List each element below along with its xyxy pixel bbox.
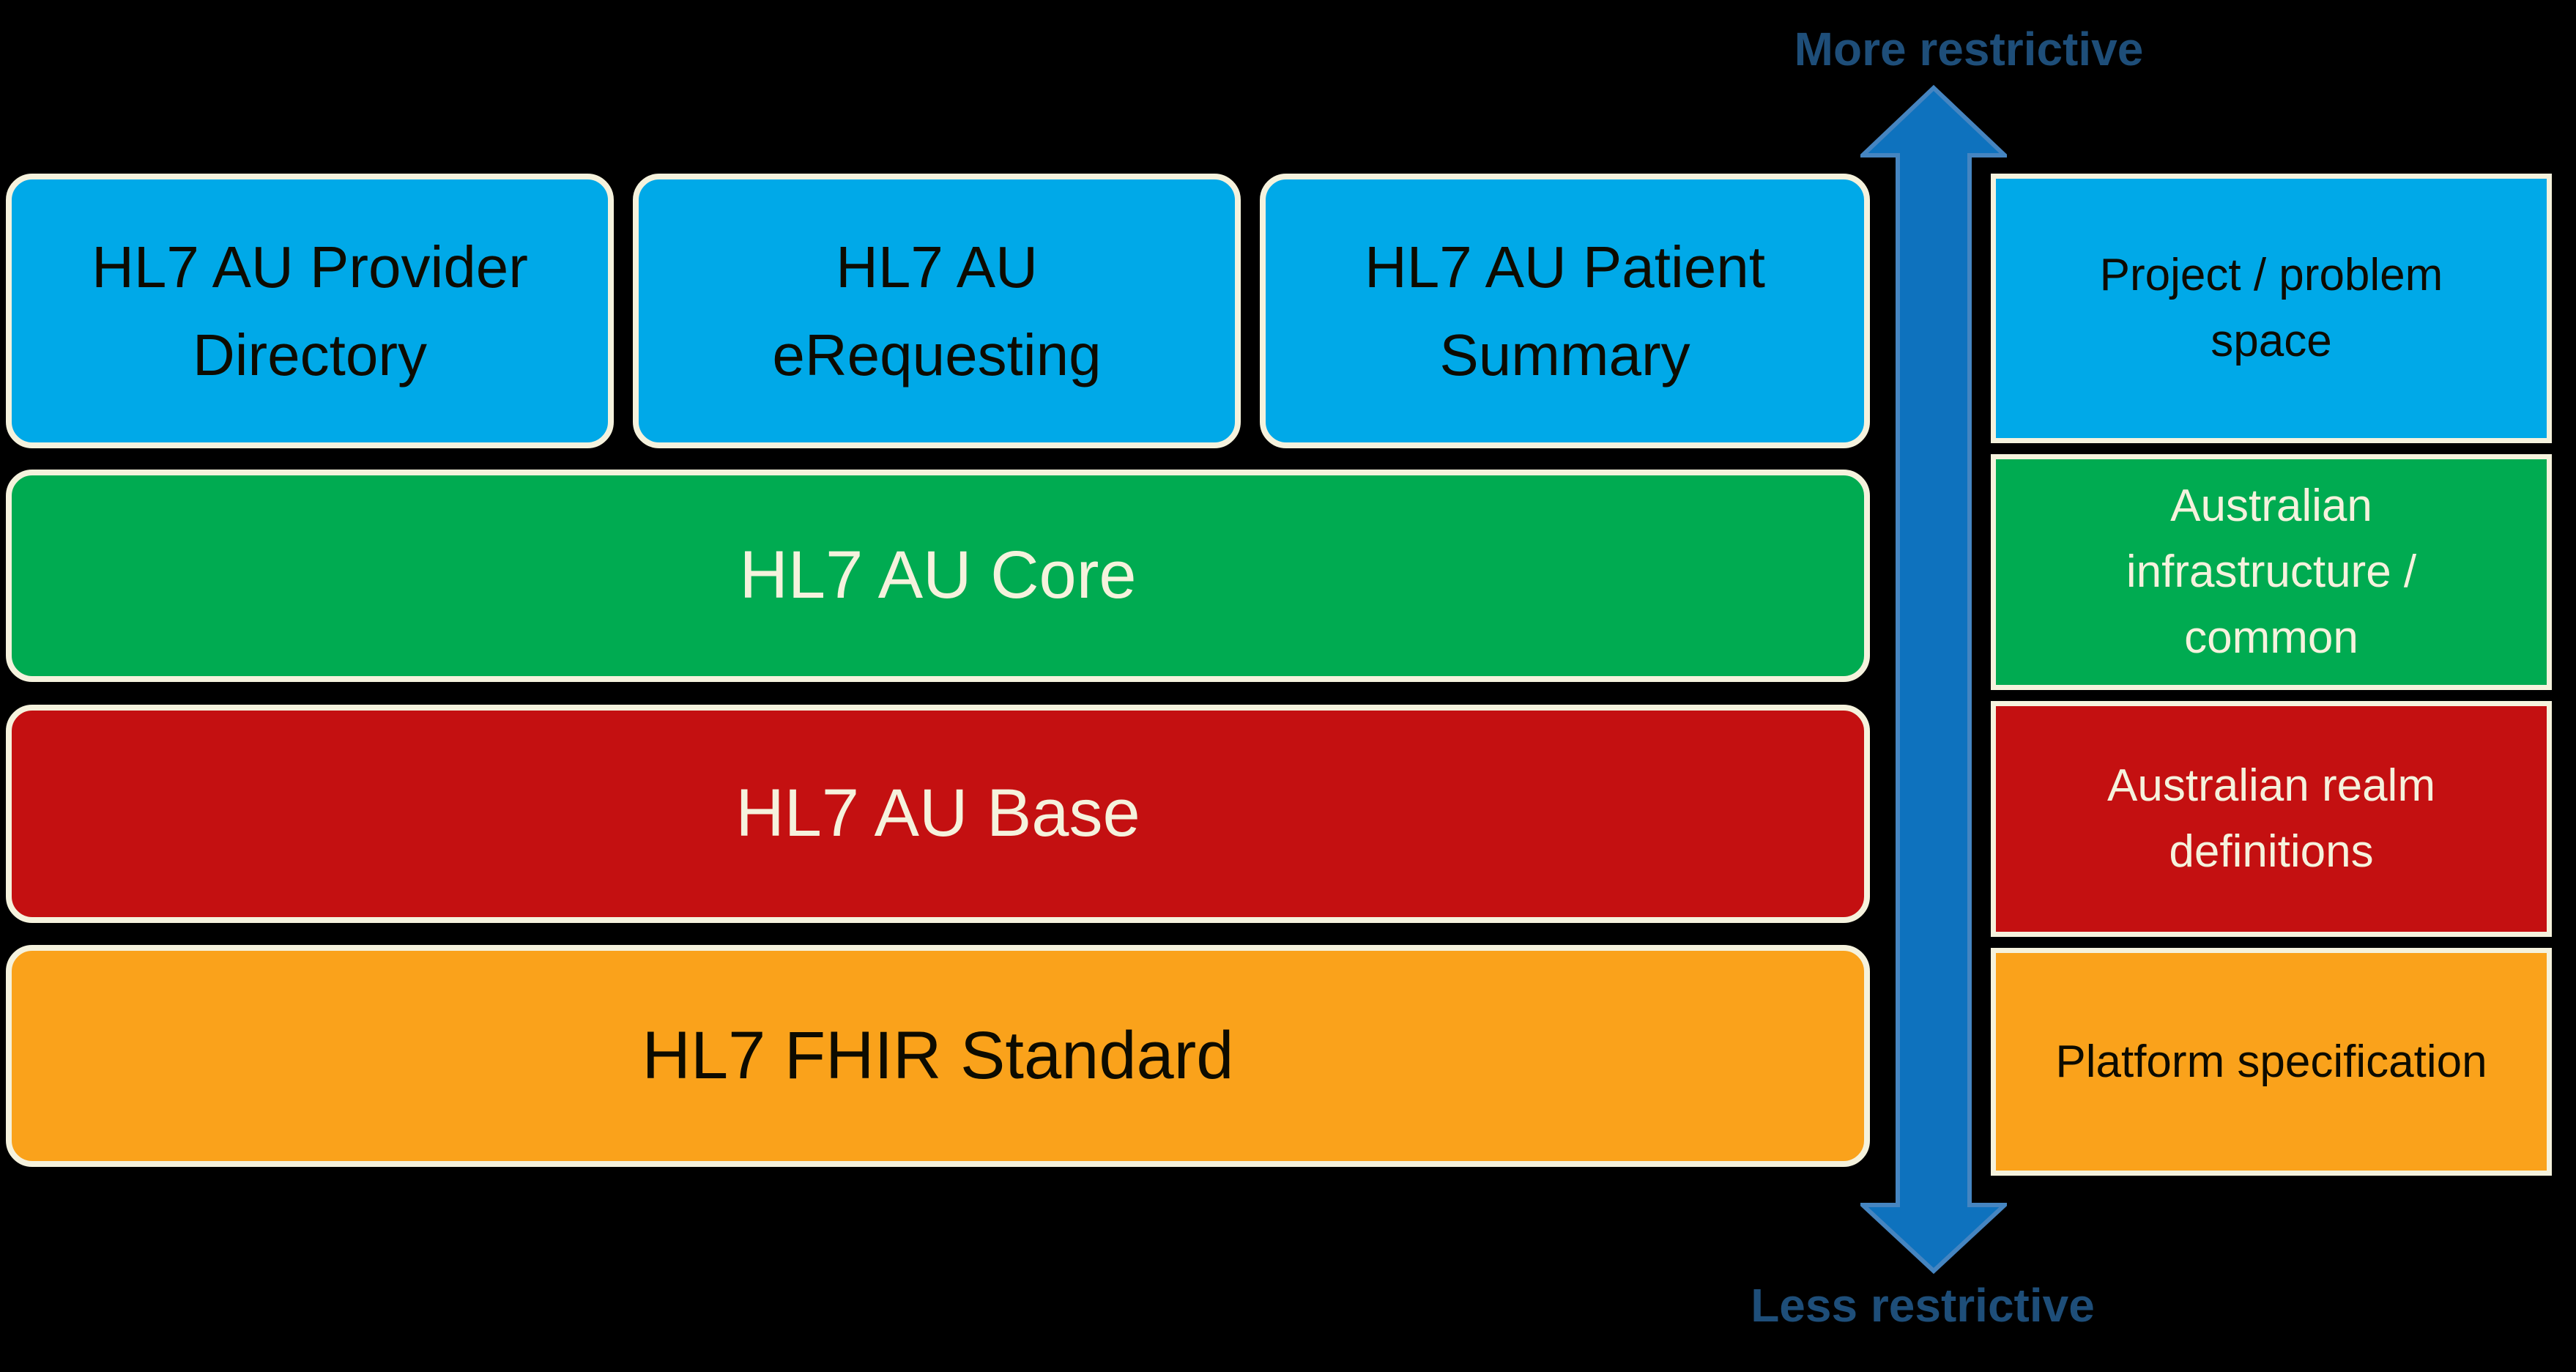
legend-platform-specification: Platform specification xyxy=(1991,948,2552,1176)
box-hl7-au-patient-summary: HL7 AU Patient Summary xyxy=(1260,174,1870,448)
box-label: HL7 FHIR Standard xyxy=(642,1017,1234,1093)
box-label: HL7 AU Patient Summary xyxy=(1365,234,1765,388)
legend-label: Australian infrastructure / common xyxy=(2126,481,2417,663)
box-hl7-au-base: HL7 AU Base xyxy=(6,705,1870,923)
box-label: HL7 AU Base xyxy=(735,776,1140,851)
legend-australian-realm-definitions: Australian realm definitions xyxy=(1991,701,2552,937)
box-hl7-au-erequesting: HL7 AU eRequesting xyxy=(633,174,1241,448)
legend-label: Platform specification xyxy=(2055,1036,2487,1087)
legend-label: Project / problem space xyxy=(2099,250,2443,366)
less-restrictive-label: Less restrictive xyxy=(1751,1279,2095,1332)
restrictiveness-arrow-icon xyxy=(1857,82,2011,1276)
legend-label: Australian realm definitions xyxy=(2107,760,2435,877)
more-restrictive-label: More restrictive xyxy=(1794,23,2144,75)
legend-project-problem-space: Project / problem space xyxy=(1991,174,2552,443)
box-label: HL7 AU eRequesting xyxy=(772,234,1102,388)
box-label: HL7 AU Core xyxy=(739,538,1137,613)
legend-australian-infrastructure-common: Australian infrastructure / common xyxy=(1991,454,2552,690)
box-hl7-au-provider-directory: HL7 AU Provider Directory xyxy=(6,174,614,448)
box-hl7-fhir-standard: HL7 FHIR Standard xyxy=(6,945,1870,1167)
box-hl7-au-core: HL7 AU Core xyxy=(6,470,1870,682)
box-label: HL7 AU Provider Directory xyxy=(92,234,528,388)
